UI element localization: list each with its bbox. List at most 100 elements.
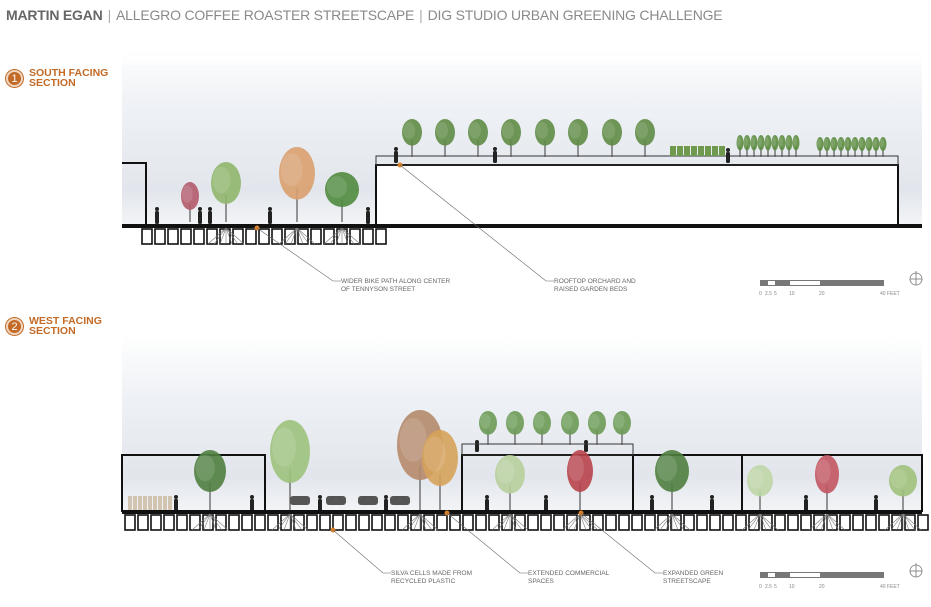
scale-tick: 40 FEET [880, 291, 900, 297]
tree-highlight [792, 136, 798, 147]
tree-roots [509, 513, 517, 531]
person-body [155, 211, 159, 224]
silva-cell [267, 514, 279, 531]
grass [138, 496, 142, 510]
tree-canopy [858, 137, 866, 151]
section-number-badge: 1 [6, 70, 23, 87]
tree-roots [219, 227, 227, 245]
tree-canopy [325, 172, 359, 207]
callout-leader [446, 512, 528, 574]
tree-roots [341, 227, 349, 245]
tree-highlight [764, 136, 770, 147]
person-head [584, 440, 588, 444]
silva-cell [358, 514, 370, 531]
tree-highlight [656, 454, 678, 482]
scale-tick: 10 [789, 584, 795, 590]
tree-canopy [792, 135, 800, 151]
building [375, 164, 899, 227]
tree-canopy [879, 137, 887, 151]
tree-canopy [435, 119, 455, 146]
tree-roots [407, 513, 421, 531]
silva-cell [917, 514, 929, 531]
person-head [650, 495, 654, 499]
tree-canopy [815, 455, 839, 494]
divider: | [419, 7, 423, 23]
person-body [174, 499, 178, 512]
tree-canopy [501, 119, 521, 146]
silva-cell [167, 228, 179, 245]
person-body [394, 151, 398, 163]
tree-canopy [402, 119, 422, 146]
silva-cell [475, 514, 487, 531]
tree-highlight [326, 176, 348, 198]
tree-highlight [750, 136, 756, 147]
tree-highlight [851, 138, 857, 148]
tree-roots [290, 227, 298, 245]
silva-cell [709, 514, 721, 531]
tree-roots [653, 513, 673, 531]
tree-roots [203, 513, 211, 531]
tree-roots [296, 227, 304, 245]
tree-highlight [536, 122, 548, 139]
person-body [584, 444, 588, 452]
silva-cell [254, 514, 266, 531]
tree-highlight [816, 138, 822, 148]
silva-cell [345, 514, 357, 531]
tree-highlight [469, 122, 481, 139]
tree-roots [759, 513, 767, 531]
scale-tick: 2.5 [765, 291, 772, 297]
grass [168, 496, 172, 510]
tree-canopy [468, 119, 488, 146]
tree-highlight [872, 138, 878, 148]
tree-highlight [865, 138, 871, 148]
tree-canopy [736, 135, 744, 151]
silva-cell [362, 228, 374, 245]
tree-canopy [588, 411, 606, 435]
tree-roots [341, 227, 355, 245]
tree-highlight [736, 136, 742, 147]
silva-cell [306, 514, 318, 531]
scale-segment [790, 573, 820, 577]
tree-roots [671, 513, 685, 531]
silva-cell [436, 514, 448, 531]
tree-canopy [613, 411, 631, 435]
person-body [384, 499, 388, 512]
silva-cell [258, 228, 270, 245]
tree-canopy [181, 182, 199, 210]
tree-canopy [655, 450, 689, 492]
tree-roots [278, 227, 298, 245]
silva-cell [293, 514, 305, 531]
silva-cell [375, 228, 387, 245]
person-head [198, 207, 202, 211]
tree-roots [284, 227, 298, 245]
person-body [804, 499, 808, 512]
silva-cell [245, 228, 257, 245]
silva-cell [397, 514, 409, 531]
scale-segment [790, 281, 820, 285]
tree-roots [419, 513, 439, 531]
author-name: MARTIN EGAN [6, 7, 103, 23]
tree-roots [567, 513, 581, 531]
scale-bar [760, 572, 884, 578]
person-head [710, 495, 714, 499]
scale-tick: 5 [774, 291, 777, 297]
tree-highlight [636, 122, 648, 139]
program-title: DIG STUDIO URBAN GREENING CHALLENGE [427, 7, 723, 23]
tree-canopy [211, 162, 241, 204]
callout-bike-path: WIDER BIKE PATH ALONG CENTER OF TENNYSON… [341, 278, 451, 293]
person-head [174, 495, 178, 499]
silva-cell [323, 228, 335, 245]
silva-cell [657, 514, 669, 531]
tree-canopy [533, 411, 551, 435]
silva-cell [284, 228, 296, 245]
callout-silva-cells: SILVA CELLS MADE FROM RECYCLED PLASTIC [391, 570, 473, 585]
tree-roots [659, 513, 673, 531]
tree-highlight [212, 166, 231, 194]
grass [158, 496, 162, 510]
tree-roots [419, 513, 433, 531]
silva-cell [124, 514, 136, 531]
tree-canopy [844, 137, 852, 151]
tree-highlight [195, 454, 215, 482]
tree-roots [335, 227, 343, 245]
